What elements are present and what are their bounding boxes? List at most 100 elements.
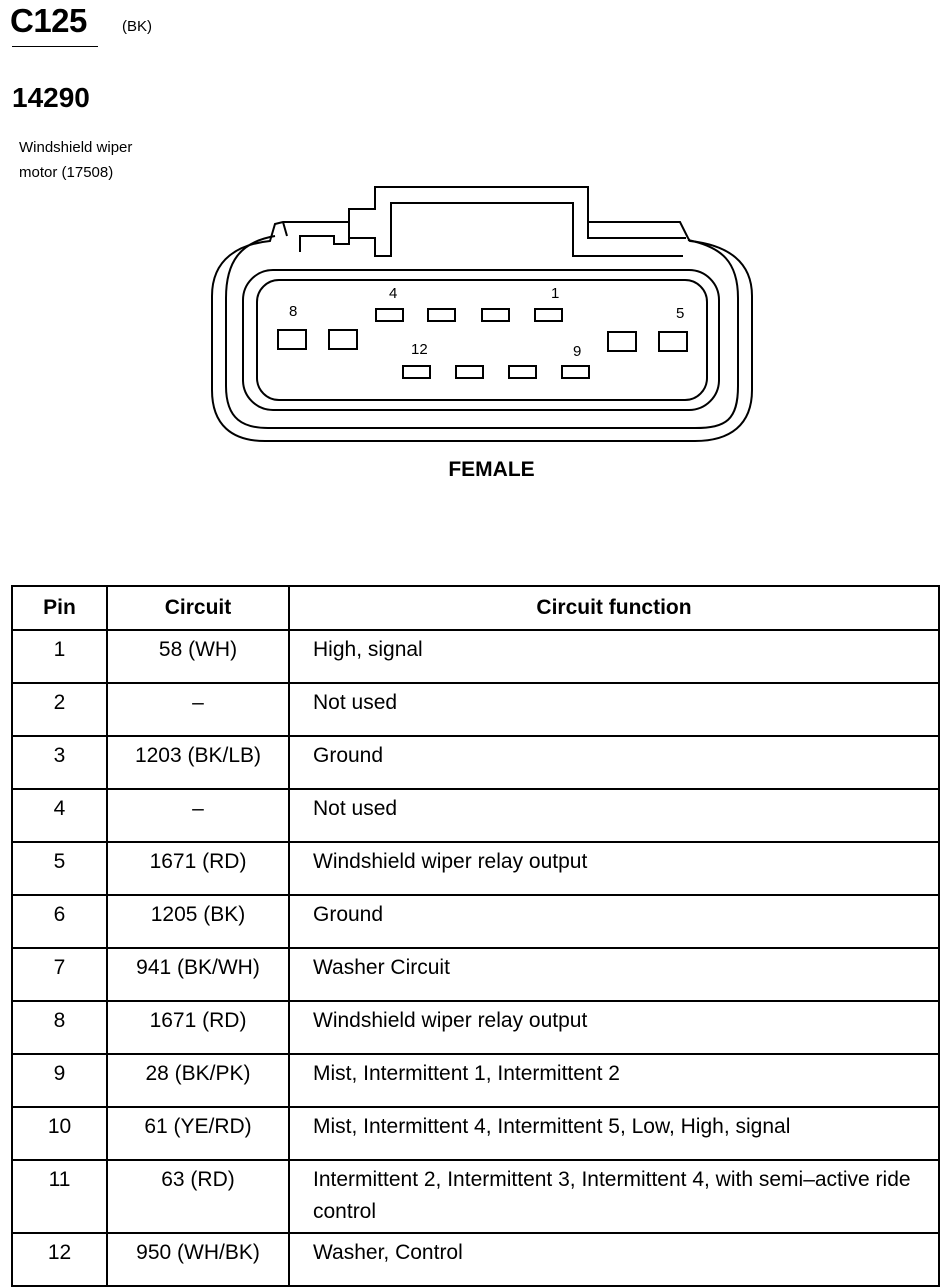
circuit-cell-text: 63 (RD) [161,1168,235,1191]
pin-cell: 4 [11,788,108,843]
connector-color: (BK) [122,18,152,35]
pin-cell: 6 [11,894,108,949]
table-row: 9 28 (BK/PK) Mist, Intermittent 1, Intermi… [11,1053,940,1108]
circuit-function-cell: Mist, Intermittent 4, Intermittent 5, Lo… [288,1106,940,1161]
circuit-function-cell: Washer, Control [288,1232,940,1287]
circuit-cell-text: 1205 (BK) [150,903,246,926]
pin-label-5: 5 [676,305,684,322]
pin-cell: 9 [11,1053,108,1108]
circuit-function-cell-text: Washer Circuit [313,956,450,979]
circuit-cell: – [106,788,290,843]
header-pin: Pin [11,585,108,631]
connector-id-underline [12,46,98,47]
pin-7-socket [328,329,358,350]
pin-12-socket [402,365,431,379]
pin-11-socket [455,365,484,379]
circuit-cell-text: 941 (BK/WH) [136,956,260,979]
circuit-cell: 941 (BK/WH) [106,947,290,1002]
circuit-function-cell-text: Ground [313,744,384,767]
table-row: 5 1671 (RD) Windshield wiper relay output [11,841,940,896]
circuit-function-cell: Mist, Intermittent 1, Intermittent 2 [288,1053,940,1108]
component-name-line1: Windshield wiper [19,139,133,156]
circuit-function-cell: Intermittent 2, Intermittent 3, Intermit… [288,1159,940,1234]
circuit-cell: – [106,682,290,737]
table-row: 1 58 (WH) High, signal [11,629,940,684]
circuit-cell: 63 (RD) [106,1159,290,1234]
pin-label-12: 12 [411,341,428,358]
circuit-cell-text: – [192,797,204,820]
circuit-function-cell-text: Ground [313,903,384,926]
circuit-cell: 1203 (BK/LB) [106,735,290,790]
circuit-function-cell-text: High, signal [313,638,423,661]
circuit-cell: 1205 (BK) [106,894,290,949]
pin-cell: 2 [11,682,108,737]
circuit-cell-text: 1203 (BK/LB) [134,744,262,767]
table-row: 7 941 (BK/WH) Washer Circuit [11,947,940,1002]
connector-latch [299,202,683,257]
circuit-cell-text: 1671 (RD) [149,850,247,873]
circuit-function-cell: Ground [288,894,940,949]
circuit-function-cell: Windshield wiper relay output [288,1000,940,1055]
pin-cell-text: 3 [53,744,66,767]
pin-cell: 11 [11,1159,108,1234]
table-row: 6 1205 (BK) Ground [11,894,940,949]
circuit-cell-text: 950 (WH/BK) [136,1241,260,1264]
circuit-cell: 61 (YE/RD) [106,1106,290,1161]
pin-1-socket [534,308,563,322]
table-row: 10 61 (YE/RD) Mist, Intermittent 4, Interm… [11,1106,940,1161]
pin-cell: 10 [11,1106,108,1161]
pin-cell-text: 10 [47,1115,72,1138]
circuit-function-cell: High, signal [288,629,940,684]
pin-cell: 12 [11,1232,108,1287]
pin-9-socket [561,365,590,379]
circuit-cell: 58 (WH) [106,629,290,684]
connector-latch-notch [282,221,350,238]
pin-4-socket [375,308,404,322]
table-row: 2 – Not used [11,682,940,737]
circuit-cell-text: – [192,691,204,714]
header-circuit: Circuit [106,585,290,631]
pin-10-socket [508,365,537,379]
connector-inner-rim [225,235,739,429]
pin-2-socket [481,308,510,322]
pin-cell: 3 [11,735,108,790]
circuit-cell: 28 (BK/PK) [106,1053,290,1108]
connector-face-diagram: 8 4 1 5 12 9 [211,186,753,442]
circuit-cell: 950 (WH/BK) [106,1232,290,1287]
part-number: 14290 [12,82,90,113]
pin-cell-text: 8 [53,1009,66,1032]
circuit-function-cell-text: Intermittent 2, Intermittent 3, Intermit… [313,1168,911,1223]
pin-cell-text: 6 [53,903,66,926]
connector-gender-label: FEMALE [448,458,535,481]
circuit-function-cell-text: Windshield wiper relay output [313,1009,588,1032]
pin-cavity-inner [256,279,708,401]
circuit-function-cell-text: Not used [313,691,398,714]
table-row: 11 63 (RD) Intermittent 2, Intermittent 3,… [11,1159,940,1234]
pin-8-socket [277,329,307,350]
circuit-function-cell: Washer Circuit [288,947,940,1002]
circuit-function-cell: Not used [288,682,940,737]
pin-label-1: 1 [551,285,559,302]
pin-cell-text: 1 [53,638,66,661]
circuit-cell-text: 61 (YE/RD) [144,1115,252,1138]
pin-cell-text: 5 [53,850,66,873]
circuit-cell-text: 58 (WH) [158,638,238,661]
circuit-function-cell: Not used [288,788,940,843]
pin-5-socket [658,331,688,352]
circuit-function-cell: Windshield wiper relay output [288,841,940,896]
circuit-function-cell-text: Mist, Intermittent 4, Intermittent 5, Lo… [313,1115,791,1138]
circuit-function-cell-text: Windshield wiper relay output [313,850,588,873]
pin-cell-text: 2 [53,691,66,714]
pin-cell-text: 7 [53,956,66,979]
circuit-cell: 1671 (RD) [106,841,290,896]
pin-cell-text: 12 [47,1241,72,1264]
table-row: 4 – Not used [11,788,940,843]
pin-3-socket [427,308,456,322]
circuit-function-cell-text: Mist, Intermittent 1, Intermittent 2 [313,1062,620,1085]
pin-cavity-outer [242,269,720,411]
circuit-cell-text: 28 (BK/PK) [145,1062,251,1085]
pin-cell-text: 4 [53,797,66,820]
connector-id: C125 [10,2,87,39]
